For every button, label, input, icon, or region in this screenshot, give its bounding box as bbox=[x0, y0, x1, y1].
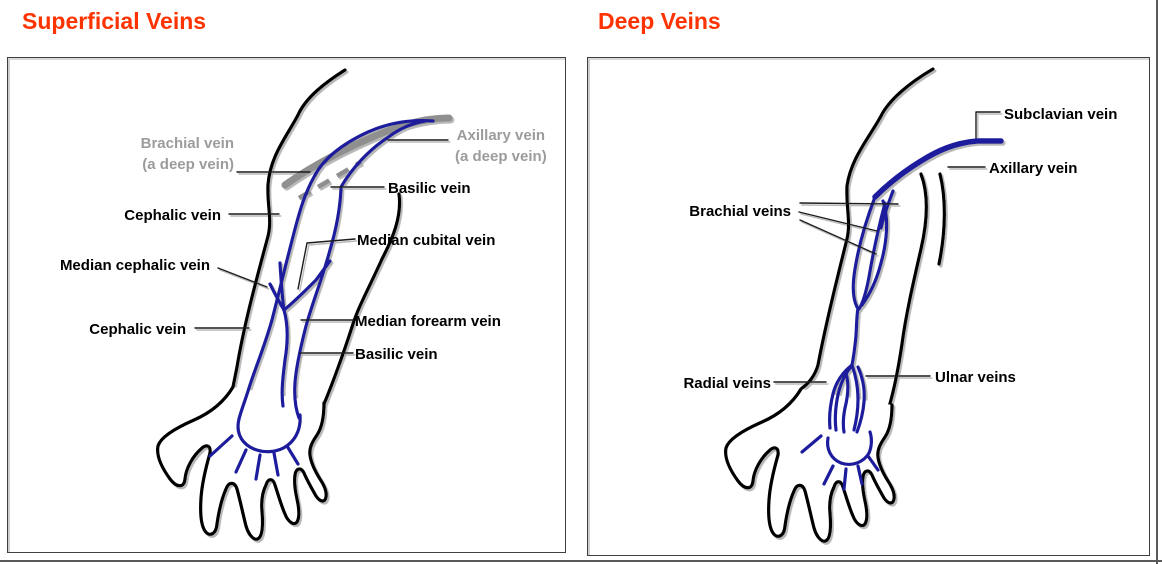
label-median-cephalic-vein: Median cephalic vein bbox=[59, 257, 210, 274]
arm-outline bbox=[156, 68, 402, 541]
label-line: Axillary vein bbox=[456, 127, 546, 144]
label-median-forearm-vein: Median forearm vein bbox=[355, 313, 501, 330]
deep-arm-diagram bbox=[724, 67, 1004, 543]
label-ulnar-veins: Ulnar veins bbox=[935, 369, 1016, 386]
label-basilic-vein-lower: Basilic vein bbox=[355, 346, 438, 363]
label-line: (a deep vein) bbox=[455, 148, 547, 165]
superficial-arm-diagram bbox=[156, 68, 453, 541]
deep-veins-title: Deep Veins bbox=[598, 8, 721, 34]
slide-right-edge bbox=[1156, 0, 1158, 564]
deep-veins-blue bbox=[800, 138, 1004, 491]
label-line: (a deep vein) bbox=[142, 156, 234, 173]
label-cephalic-vein-upper: Cephalic vein bbox=[124, 207, 221, 224]
label-subclavian-vein: Subclavian vein bbox=[1004, 106, 1118, 123]
label-median-cubital-vein: Median cubital vein bbox=[357, 232, 496, 249]
label-axillary-vein: Axillary vein bbox=[989, 160, 1078, 177]
slide-bottom-edge bbox=[0, 560, 1162, 562]
label-line: Brachial vein bbox=[140, 135, 234, 152]
leader-lines bbox=[773, 111, 1001, 383]
label-brachial-vein-deep: Brachial vein (a deep vein) bbox=[141, 133, 234, 175]
label-basilic-vein-upper: Basilic vein bbox=[388, 180, 471, 197]
superficial-veins-title: Superficial Veins bbox=[22, 8, 207, 34]
label-brachial-veins: Brachial veins bbox=[689, 203, 791, 220]
hand-outline bbox=[724, 387, 896, 543]
deep-veins-gray bbox=[281, 114, 453, 200]
hand-outline bbox=[156, 385, 328, 541]
arm-outline bbox=[724, 67, 946, 543]
superficial-veins-blue bbox=[208, 118, 435, 481]
leader-lines bbox=[194, 139, 449, 354]
label-axillary-vein-deep: Axillary vein (a deep vein) bbox=[455, 125, 547, 167]
label-cephalic-vein-lower: Cephalic vein bbox=[89, 321, 186, 338]
deep-veins-panel: Subclavian vein Axillary vein Brachial v… bbox=[587, 57, 1150, 556]
label-radial-veins: Radial veins bbox=[683, 375, 771, 392]
superficial-veins-panel: Brachial vein (a deep vein) Axillary vei… bbox=[7, 57, 566, 553]
